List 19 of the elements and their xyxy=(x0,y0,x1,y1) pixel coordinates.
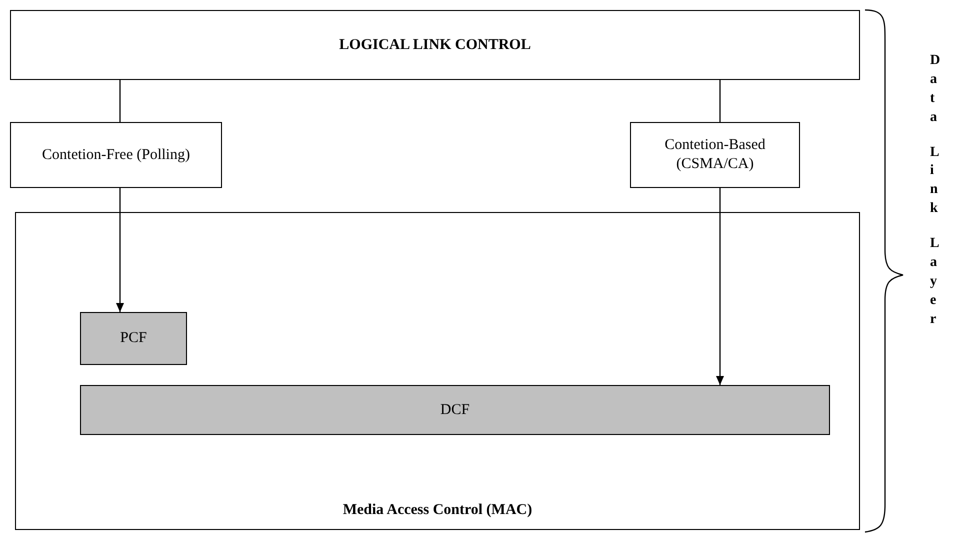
container-box xyxy=(15,212,860,530)
process-box xyxy=(10,122,222,188)
node-label: Contetion-Free (Polling) xyxy=(42,146,190,164)
vertical-label: Layer xyxy=(930,235,938,329)
node-label: DCF xyxy=(440,400,470,420)
process-box xyxy=(630,122,800,188)
layer-box xyxy=(10,10,860,80)
arrow xyxy=(116,188,124,312)
node-label: LOGICAL LINK CONTROL xyxy=(339,36,531,55)
function-box xyxy=(80,312,187,365)
node-label: Media Access Control (MAC) xyxy=(342,500,532,520)
arrow xyxy=(716,188,724,385)
vertical-label: Link xyxy=(930,144,938,218)
function-box xyxy=(80,385,830,435)
vertical-label: Data xyxy=(930,52,938,127)
connector-line xyxy=(119,80,121,122)
node-label: Contetion-Based (CSMA/CA) xyxy=(664,136,766,174)
node-label: PCF xyxy=(120,329,147,348)
connector-line xyxy=(719,80,721,122)
